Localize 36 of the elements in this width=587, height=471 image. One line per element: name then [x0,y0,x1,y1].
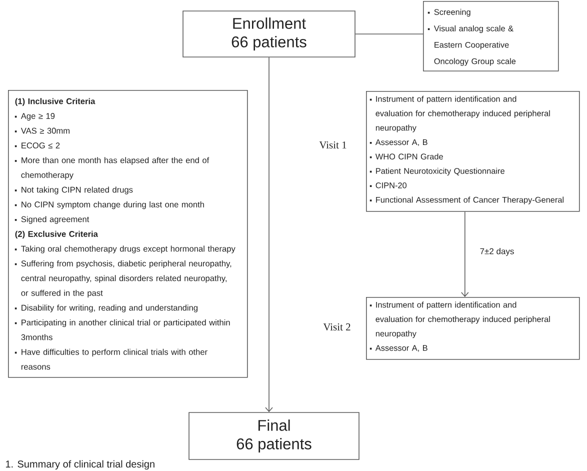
list-item: Visual analog scale & Eastern Cooperative Oncology Group scale [434,25,516,66]
list-item: Not taking CIPN related drugs [22,186,133,194]
list-box [423,0,559,72]
side-label: Visit 2 [323,323,350,331]
list-item: Patient Neurotoxicity Questionnaire [376,168,504,176]
list-item: Age ≥ 19 [20,113,55,121]
list-box [8,90,248,378]
list-item: Disability for writing, reading and understanding [22,304,198,312]
list-item: WHO CIPN Grade [375,153,443,160]
list-item: Suffering from psychosis, diabetic peripheral neuropathy, central neuropathy, spinal disorders related neuropathy, or suffered in the past [21,260,232,298]
list-item: Instrument of pattern identification and evaluation for chemotherapy induced peripheral neuropathy [376,96,550,132]
list-item: Have difficulties to perform clinical trials with other reasons [21,348,208,370]
list-heading: (2) Exclusive Criteria [15,230,98,239]
process-box: Final 66 patients [188,412,360,460]
list-item: Signed agreement [21,216,90,224]
list-item: No CIPN symptom change during last one month [22,201,204,210]
list-item: Functional Assessment of Cancer Therapy-General [376,196,564,204]
list-box [366,296,580,360]
edge-label: 7±2 days [478,247,516,257]
side-label: Visit 1 [319,141,346,149]
list-item: Assessor A, B [375,345,428,352]
process-box: Enrollment 66 patients [182,10,356,58]
list-item: Screening [434,8,470,17]
list-item: Instrument of pattern identification and evaluation for chemotherapy induced peripheral neuropathy [376,302,550,338]
list-item: More than one month has elapsed after the end of chemotherapy [21,157,210,180]
list-item: Participating in another clinical trial or participated within 3months [21,319,230,340]
list-item: VAS ≥ 30mm [20,128,70,134]
caption: 1. Summary of clinical trial design [6,460,154,470]
list-item: CIPN-20 [376,182,407,188]
arrow [461,211,469,297]
list-item: Assessor A, B [375,139,428,146]
list-box [366,91,580,212]
list-heading: (1) Inclusive Criteria [15,98,96,106]
arrow [265,57,273,412]
list-item: ECOG ≤ 2 [22,142,60,148]
list-item: Taking oral chemotherapy drugs except hormonal therapy [21,246,236,254]
